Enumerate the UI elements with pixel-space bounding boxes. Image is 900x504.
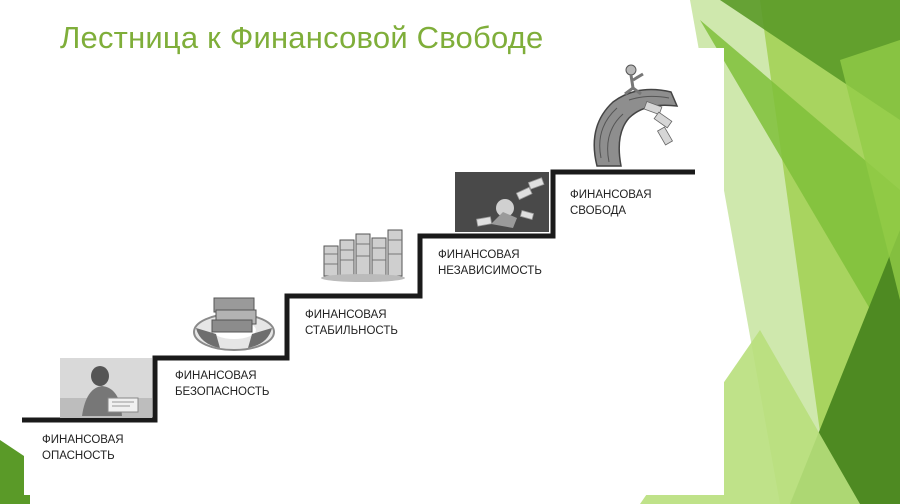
money-stacks-icon: [321, 229, 405, 282]
flying-money-icon: [455, 172, 549, 232]
step-label-danger: ФИНАНСОВАЯ ОПАСНОСТЬ: [42, 434, 124, 462]
worried-person-icon: [60, 358, 152, 418]
step-label-freedom: ФИНАНСОВАЯ СВОБОДА: [570, 189, 652, 217]
person-on-money-wave-icon: [593, 64, 679, 167]
slide-title: Лестница к Финансовой Свободе: [60, 20, 544, 55]
lifebuoy-money-icon: [193, 297, 275, 351]
step-label-stability: ФИНАНСОВАЯ СТАБИЛЬНОСТЬ: [305, 309, 398, 337]
step-label-independence: ФИНАНСОВАЯ НЕЗАВИСИМОСТЬ: [438, 249, 542, 277]
step-label-security: ФИНАНСОВАЯ БЕЗОПАСНОСТЬ: [175, 370, 270, 398]
